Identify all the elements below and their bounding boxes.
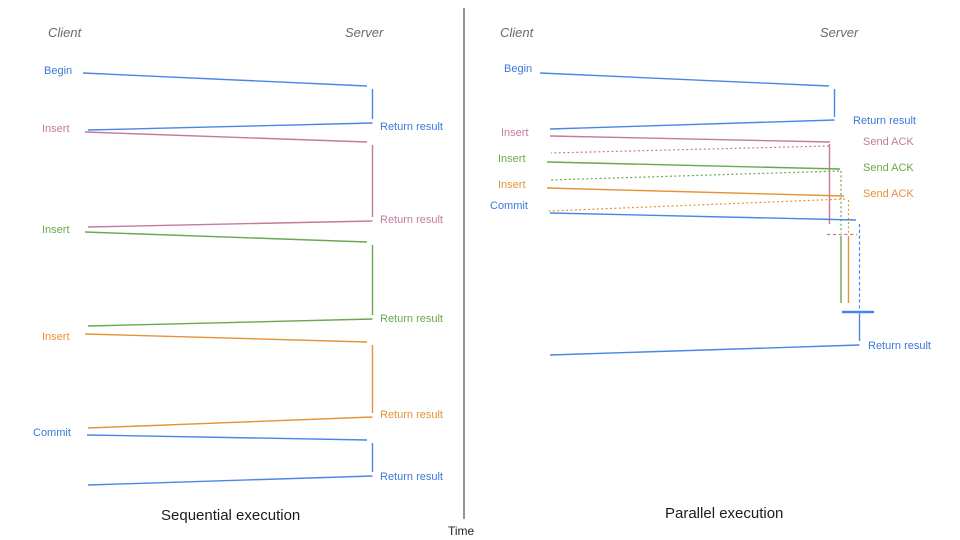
seq-insert3-flow <box>84 333 374 429</box>
par-insert2-flow <box>546 161 842 303</box>
par-insert-label-3: Insert <box>498 179 526 191</box>
seq-begin-label: Begin <box>44 65 73 77</box>
seq-return-label-2: Return result <box>380 214 443 226</box>
seq-begin-flow <box>82 72 374 131</box>
par-commit-label: Commit <box>490 200 528 212</box>
seq-insert2-flow <box>84 231 374 327</box>
seq-server-header: Server <box>345 25 384 40</box>
seq-return-label-3: Return result <box>380 313 443 325</box>
par-client-header: Client <box>500 25 534 40</box>
par-insert-label-2: Insert <box>498 153 526 165</box>
seq-client-header: Client <box>48 25 82 40</box>
seq-insert1-flow <box>84 131 374 228</box>
time-axis-label: Time <box>448 524 475 538</box>
par-commit-flow <box>549 212 874 356</box>
seq-insert-label-1: Insert <box>42 123 70 135</box>
seq-return-label-4: Return result <box>380 409 443 421</box>
par-ack-label-1: Send ACK <box>863 136 914 148</box>
par-return-label-1: Return result <box>853 115 916 127</box>
seq-insert-label-3: Insert <box>42 331 70 343</box>
par-insert-label-1: Insert <box>501 127 529 139</box>
seq-return-label-1: Return result <box>380 121 443 133</box>
par-insert1-flow <box>549 135 831 224</box>
sequential-caption: Sequential execution <box>161 507 301 524</box>
par-begin-flow <box>539 72 836 130</box>
par-insert3-flow <box>546 187 850 303</box>
seq-insert-label-2: Insert <box>42 224 70 236</box>
par-ack-label-3: Send ACK <box>863 188 914 200</box>
par-server-header: Server <box>820 25 859 40</box>
par-begin-label: Begin <box>504 63 533 75</box>
seq-commit-flow <box>86 434 374 486</box>
seq-return-label-5: Return result <box>380 471 443 483</box>
par-ack-label-2: Send ACK <box>863 162 914 174</box>
seq-commit-label: Commit <box>33 427 71 439</box>
parallel-caption: Parallel execution <box>665 505 784 522</box>
par-return-label-final: Return result <box>868 340 931 352</box>
